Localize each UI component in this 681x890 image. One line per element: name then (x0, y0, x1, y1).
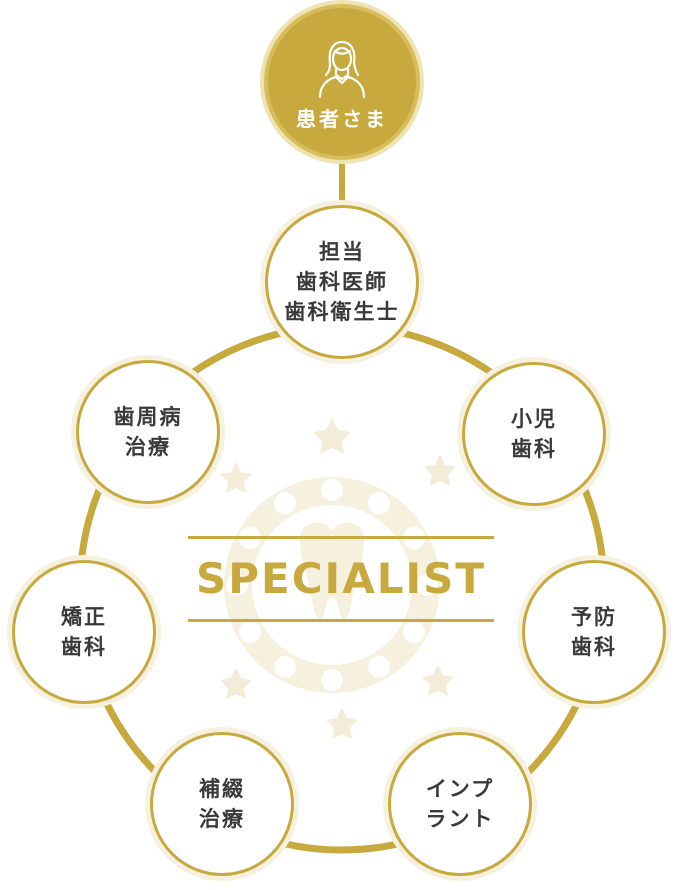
patient-node: 患者さま (264, 4, 420, 160)
node-implant: インプ ラント (388, 732, 532, 876)
node-line: 歯科 (61, 635, 107, 659)
node-line: 矯正 (61, 605, 107, 629)
node-line: 歯周病 (113, 405, 183, 429)
node-orthodontic: 矯正 歯科 (12, 560, 156, 704)
node-line: 歯科衛生士 (284, 300, 400, 324)
node-line: インプ (425, 777, 495, 801)
specialist-title: SPECIALIST (196, 554, 486, 603)
node-line: 治療 (199, 807, 245, 831)
title-rule-top (188, 536, 494, 539)
person-icon (318, 40, 366, 98)
node-line: 予防 (571, 605, 617, 629)
node-pediatric: 小児 歯科 (462, 362, 606, 506)
node-line: 歯科医師 (296, 270, 388, 294)
title-rule-bottom (188, 619, 494, 622)
node-line: 治療 (125, 435, 171, 459)
node-prosthetic: 補綴 治療 (150, 732, 294, 876)
node-line: ラント (425, 807, 495, 831)
node-line: 小児 (511, 407, 557, 431)
patient-label: 患者さま (296, 106, 388, 131)
tooth-watermark-icon (220, 418, 456, 739)
node-preventive: 予防 歯科 (522, 560, 666, 704)
node-doctor: 担当 歯科医師 歯科衛生士 (265, 205, 419, 359)
specialist-title-block: SPECIALIST (188, 536, 494, 622)
node-line: 歯科 (571, 635, 617, 659)
node-line: 担当 (319, 240, 365, 264)
node-periodontal: 歯周病 治療 (76, 360, 220, 504)
node-line: 歯科 (511, 437, 557, 461)
node-line: 補綴 (199, 777, 245, 801)
